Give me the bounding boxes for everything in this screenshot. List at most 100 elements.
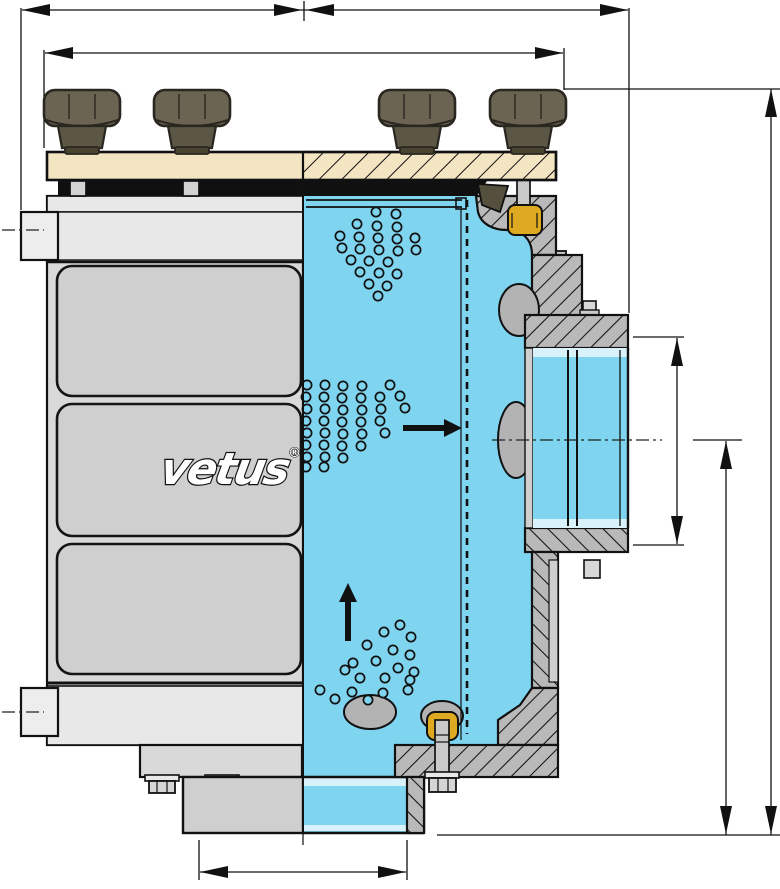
vetus-logo-text: vetus xyxy=(157,444,294,495)
air-bubble xyxy=(382,256,394,268)
air-bubble xyxy=(374,415,386,427)
air-bubble xyxy=(337,428,349,440)
housing-section xyxy=(343,194,630,835)
air-bubble xyxy=(373,244,385,256)
air-bubble xyxy=(394,390,406,402)
air-bubble xyxy=(391,221,403,233)
air-bubble xyxy=(374,391,386,403)
air-bubble xyxy=(354,672,366,684)
lower-stud xyxy=(583,559,601,579)
top-flange-band xyxy=(46,195,304,213)
air-bubble xyxy=(381,280,393,292)
port-opening-face xyxy=(524,347,534,529)
air-bubble xyxy=(329,693,341,705)
arrowhead xyxy=(306,4,334,16)
air-bubble xyxy=(336,392,348,404)
lower-ear-band xyxy=(46,685,304,746)
air-bubble xyxy=(356,428,368,440)
air-bubble xyxy=(363,278,375,290)
air-bubble xyxy=(355,416,367,428)
air-bubble xyxy=(319,451,331,463)
lid-gasket xyxy=(58,181,487,196)
arrowhead xyxy=(765,806,777,834)
drain-plug xyxy=(424,711,460,793)
air-bubble xyxy=(387,644,399,656)
air-bubble xyxy=(319,427,331,439)
air-bubble xyxy=(337,452,349,464)
body-panel-2 xyxy=(55,402,303,538)
air-bubble xyxy=(318,439,330,451)
air-bubble xyxy=(363,255,375,267)
air-bubble xyxy=(379,672,391,684)
drain-stem xyxy=(434,719,450,778)
outlet-bore-highlight xyxy=(533,348,628,357)
air-bubble xyxy=(336,242,348,254)
arrowhead xyxy=(22,4,50,16)
air-bubble xyxy=(394,619,406,631)
air-bubble xyxy=(346,686,358,698)
clamp-wedge xyxy=(476,183,510,214)
arrowhead xyxy=(378,866,406,878)
inlet-bore-highlight xyxy=(303,777,407,786)
inlet-port-exterior xyxy=(181,775,305,835)
air-bubble xyxy=(356,404,368,416)
lid-assembly xyxy=(42,88,568,236)
arrowhead xyxy=(671,338,683,366)
air-bubble xyxy=(377,687,389,699)
air-bubble xyxy=(334,230,346,242)
air-bubble xyxy=(371,220,383,232)
air-bubble xyxy=(379,427,391,439)
air-bubble xyxy=(319,379,331,391)
gasket-tab xyxy=(69,180,87,197)
air-bubble xyxy=(354,243,366,255)
air-bubble xyxy=(390,208,402,220)
air-bubble xyxy=(314,684,326,696)
air-bubble xyxy=(370,655,382,667)
water-bottom xyxy=(303,745,395,777)
inlet-port-wall xyxy=(405,775,426,835)
lid-knob xyxy=(377,88,457,156)
air-bubble xyxy=(372,232,384,244)
air-bubble xyxy=(337,380,349,392)
arrowhead xyxy=(200,866,228,878)
outlet-bore-water xyxy=(533,348,628,528)
air-bubble xyxy=(375,403,387,415)
vetus-logo: vetus xyxy=(155,443,294,496)
air-bubble xyxy=(391,233,403,245)
outlet-port-top-wall xyxy=(523,313,630,350)
air-bubble xyxy=(391,268,403,280)
air-bubble xyxy=(318,415,330,427)
air-bubble xyxy=(362,694,374,706)
air-bubble xyxy=(336,440,348,452)
drain-hex-nut xyxy=(428,777,457,793)
drain-washer xyxy=(424,771,460,779)
brass-insert-top xyxy=(507,204,543,236)
air-bubble xyxy=(354,266,366,278)
air-bubble xyxy=(345,254,357,266)
air-bubble xyxy=(351,218,363,230)
bottom-flange xyxy=(138,743,304,779)
arrowhead xyxy=(274,4,302,16)
air-bubble xyxy=(339,664,351,676)
arrowhead xyxy=(720,441,732,469)
body-panel-3 xyxy=(55,542,303,676)
arrowhead xyxy=(671,516,683,544)
air-bubble xyxy=(392,662,404,674)
body-panel-1 xyxy=(55,264,303,398)
air-bubble xyxy=(399,402,411,414)
flow-arrows xyxy=(339,419,462,641)
air-bubble xyxy=(409,232,421,244)
air-bubble xyxy=(318,461,330,473)
flow-arrow-up xyxy=(339,583,357,641)
inlet-bore-highlight xyxy=(303,825,407,831)
air-bubble xyxy=(404,649,416,661)
strainer-mesh xyxy=(306,197,469,740)
lid-knob xyxy=(488,88,568,156)
arrowhead xyxy=(535,47,563,59)
registered-trademark: ® xyxy=(288,446,301,461)
arrowhead xyxy=(45,47,73,59)
upper-ear-band xyxy=(46,211,304,261)
gasket-tab xyxy=(182,180,200,197)
air-bubble xyxy=(402,684,414,696)
